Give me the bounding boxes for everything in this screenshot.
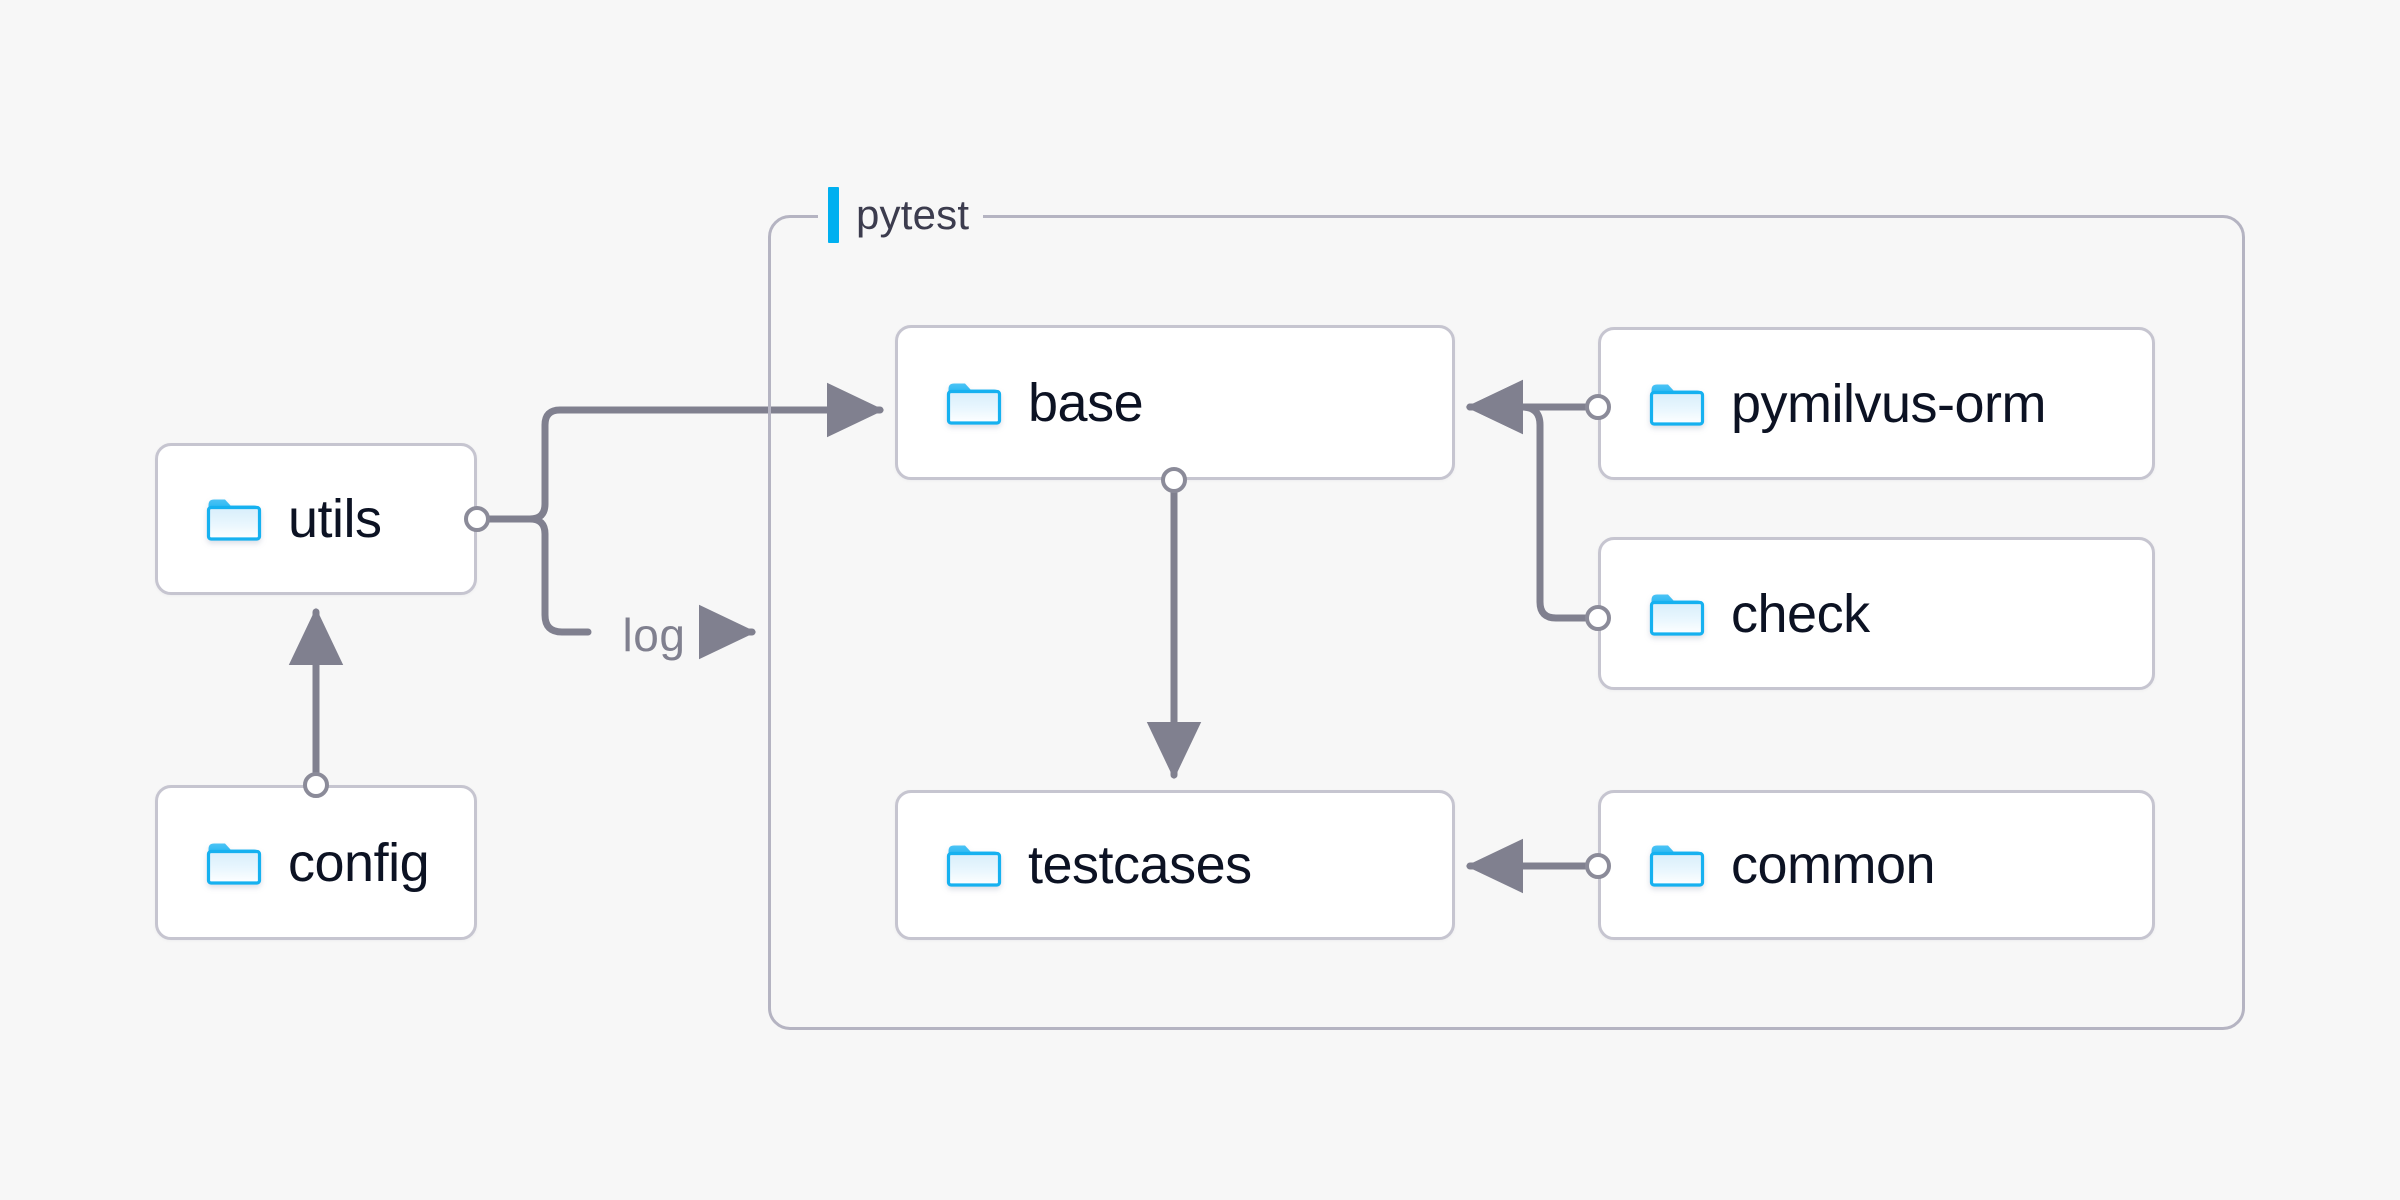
node-utils[interactable]: utils: [155, 443, 477, 595]
folder-icon: [1649, 591, 1705, 637]
node-testcases[interactable]: testcases: [895, 790, 1455, 940]
folder-icon: [206, 496, 262, 542]
group-pytest-label-text: pytest: [856, 191, 970, 238]
group-pytest[interactable]: [768, 215, 2245, 1030]
node-pymilvus-orm-label: pymilvus-orm: [1731, 373, 2047, 434]
node-pymilvus-orm[interactable]: pymilvus-orm: [1598, 327, 2155, 480]
port-utils-right[interactable]: [464, 506, 490, 532]
folder-icon: [1649, 381, 1705, 427]
node-config[interactable]: config: [155, 785, 477, 940]
accent-bar-icon: [828, 187, 839, 243]
node-common[interactable]: common: [1598, 790, 2155, 940]
group-pytest-label: pytest: [818, 187, 984, 243]
node-check-label: check: [1731, 583, 1870, 644]
folder-icon: [946, 380, 1002, 426]
edge-label-log: log: [622, 609, 686, 661]
folder-icon: [946, 842, 1002, 888]
port-common-left[interactable]: [1585, 853, 1611, 879]
node-base-label: base: [1028, 372, 1144, 433]
folder-icon: [1649, 842, 1705, 888]
folder-icon: [206, 840, 262, 886]
port-check-left[interactable]: [1585, 605, 1611, 631]
node-utils-label: utils: [288, 489, 382, 549]
node-testcases-label: testcases: [1028, 835, 1252, 895]
node-check[interactable]: check: [1598, 537, 2155, 690]
node-common-label: common: [1731, 835, 1936, 895]
port-config-top[interactable]: [303, 772, 329, 798]
port-pymilvus-orm-left[interactable]: [1585, 394, 1611, 420]
edge-utils-to-log: [486, 515, 592, 636]
node-base[interactable]: base: [895, 325, 1455, 480]
node-config-label: config: [288, 832, 430, 893]
port-base-bottom[interactable]: [1161, 467, 1187, 493]
